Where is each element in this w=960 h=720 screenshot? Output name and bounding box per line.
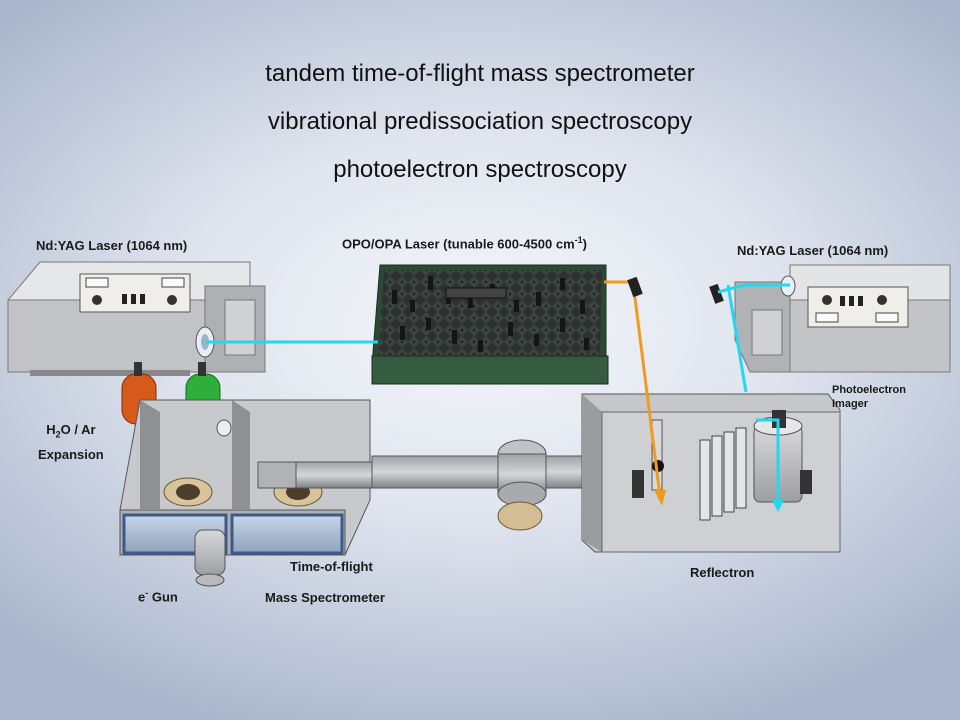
beam-arrow-cyan	[772, 500, 784, 512]
label-reflectron: Reflectron	[690, 565, 755, 580]
title-line-1: tandem time-of-flight mass spectrometer	[265, 60, 695, 87]
label-tof-line-2: Mass Spectrometer	[265, 590, 385, 605]
label-right-ndyag: Nd:YAG Laser (1064 nm)	[737, 243, 889, 258]
h2o-line: H2O / Ar	[38, 420, 104, 445]
right-ndyag-laser	[709, 264, 951, 373]
laser-beams	[206, 276, 790, 512]
opo-label-main: OPO/OPA Laser (tunable 600-4500 cm	[342, 236, 575, 252]
label-e-gun: e- Gun	[138, 588, 178, 604]
imager-line-1: Photoelectron	[832, 384, 906, 396]
expansion-line: Expansion	[38, 446, 104, 462]
left-ndyag-laser	[7, 261, 266, 376]
label-left-ndyag: Nd:YAG Laser (1064 nm)	[36, 238, 188, 253]
h2o-h: H	[46, 422, 56, 437]
flight-tube	[295, 439, 585, 531]
imager-line-2: Imager	[832, 398, 869, 410]
label-tof-line-1: Time-of-flight	[290, 559, 373, 574]
beam-right-ndyag	[717, 283, 790, 294]
mirror-opo	[627, 276, 643, 298]
egun-e: e	[138, 589, 146, 605]
beam-to-imager	[726, 284, 748, 393]
h2o-sub: 2	[55, 429, 61, 440]
label-opo-opa: OPO/OPA Laser (tunable 600-4500 cm-1)	[342, 235, 587, 251]
h2o-rest: O / Ar	[60, 422, 96, 437]
opo-opa-table	[371, 264, 609, 385]
title-line-3: photoelectron spectroscopy	[333, 156, 627, 183]
beam-arrow-orange	[654, 490, 666, 506]
beam-imager-down	[756, 418, 780, 508]
label-photoelectron-imager: Photoelectron Imager	[832, 383, 906, 411]
opo-label-sup: -1	[574, 235, 583, 245]
opo-label-close: )	[582, 236, 588, 252]
title-line-2: vibrational predissociation spectroscopy	[267, 108, 693, 135]
source-chamber	[119, 399, 371, 587]
label-h2o-ar-expansion: H2O / Ar Expansion	[38, 420, 104, 465]
egun-rest: Gun	[148, 589, 178, 605]
egun-sup: -	[145, 588, 149, 598]
reflectron-chamber	[581, 393, 841, 553]
